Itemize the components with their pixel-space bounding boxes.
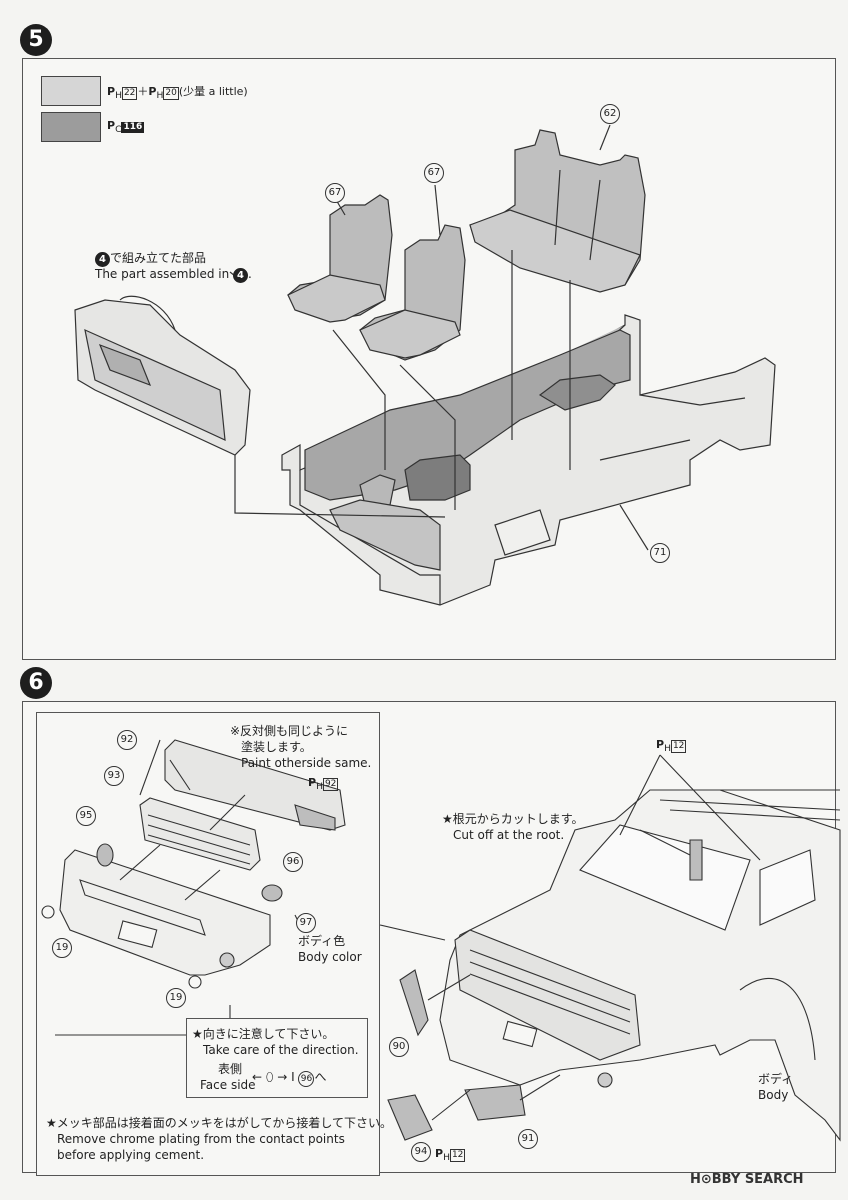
part-94-label: 94 [411, 1142, 431, 1162]
part-96-label: 96 [283, 852, 303, 872]
cut-note-en: Cut off at the root. [453, 828, 565, 842]
fog-lens-19b [188, 975, 202, 989]
face-side-jp: 表側 [218, 1062, 243, 1076]
body-label-jp: ボディ [758, 1072, 794, 1086]
paint-note-jp-line1: ※反対側も同じように [230, 724, 349, 738]
direction-note-box [186, 1018, 368, 1098]
body-label-en: Body [758, 1088, 789, 1102]
part-67-label-right: 67 [424, 163, 444, 183]
step-6-badge: 6 [20, 667, 52, 699]
part-91 [464, 1084, 526, 1121]
paint-note-en: Paint otherside same. [241, 756, 372, 770]
lower-grille-93 [139, 797, 261, 871]
chrome-note-en-line2: before applying cement. [57, 1148, 205, 1162]
assembled-part-note-en: The part assembled in 4. [95, 267, 252, 283]
legend-swatch-light [41, 76, 101, 106]
part-93-label: 93 [104, 766, 124, 786]
hobby-search-watermark: H⊙BBY SEARCH [690, 1172, 804, 1187]
cut-note-jp: ★根元からカットします。 [442, 812, 584, 826]
part-91-label: 91 [518, 1129, 538, 1149]
fog-lens-19a [41, 905, 55, 919]
front-bumper-97 [59, 849, 271, 976]
part-97-label: 97 [296, 913, 316, 933]
fog-cover-95 [96, 843, 114, 867]
part-90-label: 90 [389, 1037, 409, 1057]
legend-swatch-dark [41, 112, 101, 142]
chrome-note-jp: ★メッキ部品は接着面のメッキをはがしてから接着して下さい。 [46, 1116, 393, 1130]
part-19-label-left: 19 [52, 938, 72, 958]
body-color-jp: ボディ色 [298, 934, 346, 948]
body-color-en: Body color [298, 950, 362, 964]
part-94 [387, 1094, 433, 1141]
part-19-label-bottom: 19 [166, 988, 186, 1008]
fog-cover-96 [261, 884, 283, 902]
part-95-label: 95 [76, 806, 96, 826]
part-90 [399, 969, 429, 1037]
part-92-label: 92 [117, 730, 137, 750]
part-62-label: 62 [600, 104, 620, 124]
part-71-label: 71 [650, 543, 670, 563]
chrome-note-en-line1: Remove chrome plating from the contact p… [57, 1132, 345, 1146]
direction-note-jp: ★向きに注意して下さい。 [192, 1027, 335, 1041]
part-67-label-left: 67 [325, 183, 345, 203]
direction-note-en: Take care of the direction. [203, 1043, 359, 1057]
paint-note-jp-line2: 塗装します。 [241, 740, 312, 754]
step-5-badge: 5 [20, 24, 52, 56]
face-side-en: Face side [200, 1078, 256, 1092]
